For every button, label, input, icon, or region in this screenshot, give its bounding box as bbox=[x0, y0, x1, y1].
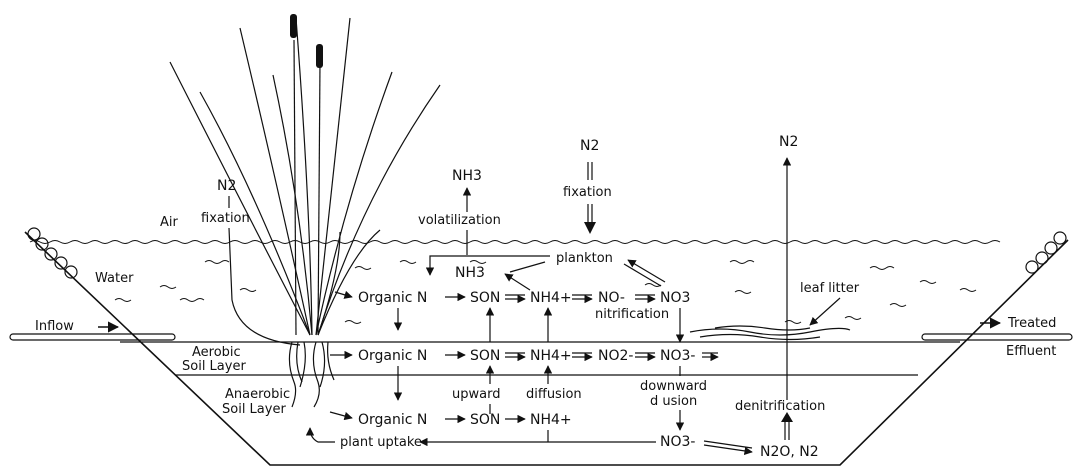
inflow-pipe bbox=[10, 334, 175, 340]
effluent-pipe bbox=[922, 334, 1072, 340]
no3-to-plankton-arrow bbox=[628, 260, 665, 282]
aerobic-label-line2: Soil Layer bbox=[182, 359, 246, 374]
n2-center-label: N2 bbox=[580, 138, 599, 154]
leaf-litter-scribble bbox=[690, 326, 850, 340]
nh3-top-label: NH3 bbox=[452, 168, 482, 184]
anaerobic-son: SON bbox=[470, 412, 500, 428]
no3-bottom: NO3- bbox=[660, 434, 695, 450]
fixation-left-label: fixation bbox=[201, 211, 250, 226]
plant-uptake-label: plant uptake bbox=[340, 435, 422, 450]
nh4-to-nh3-arrow bbox=[505, 274, 530, 290]
anaerobic-organic-n: Organic N bbox=[358, 412, 427, 428]
left-embankment-stones bbox=[28, 228, 77, 278]
nitrification-label: nitrification bbox=[595, 307, 669, 322]
leaf-litter-pointer bbox=[810, 298, 840, 325]
water-no: NO- bbox=[598, 290, 625, 306]
upward-label: upward bbox=[452, 387, 500, 402]
right-embankment-stones bbox=[1026, 232, 1066, 273]
anaerobic-nh4: NH4+ bbox=[530, 412, 572, 428]
treated-label: Treated bbox=[1007, 316, 1056, 331]
water-no3: NO3 bbox=[660, 290, 690, 306]
diffusion-down-label: d usion bbox=[650, 394, 697, 409]
n2-right-label: N2 bbox=[779, 134, 798, 150]
air-label: Air bbox=[160, 215, 179, 230]
cattail-head-right bbox=[316, 44, 323, 68]
cattail-head-left bbox=[290, 14, 297, 38]
leaf-litter-label: leaf litter bbox=[800, 281, 860, 296]
denitrification-label: denitrification bbox=[735, 399, 825, 414]
plant-uptake-arrow bbox=[310, 428, 335, 442]
water-surface bbox=[30, 241, 1000, 244]
aerobic-no2: NO2- bbox=[598, 348, 633, 364]
n2-left-label: N2 bbox=[217, 178, 236, 194]
aerobic-no3: NO3- bbox=[660, 348, 695, 364]
water-son: SON bbox=[470, 290, 500, 306]
n2o-n2-label: N2O, N2 bbox=[760, 444, 819, 460]
aerobic-organic-n: Organic N bbox=[358, 348, 427, 364]
nh3-plankton-link bbox=[510, 262, 545, 272]
fixation-center-label: fixation bbox=[563, 185, 612, 200]
water-label: Water bbox=[95, 271, 134, 286]
fixation-center-arrowhead bbox=[584, 222, 596, 234]
volatilization-label: volatilization bbox=[418, 213, 501, 228]
fixation-left-line bbox=[229, 228, 300, 345]
downward-label: downward bbox=[640, 379, 707, 394]
plankton-label: plankton bbox=[556, 251, 613, 266]
water-organic-n: Organic N bbox=[358, 290, 427, 306]
reeds-plant bbox=[170, 18, 440, 335]
inflow-label: Inflow bbox=[35, 319, 74, 334]
anaerobic-label-line1: Anaerobic bbox=[225, 387, 290, 402]
water-nh4: NH4+ bbox=[530, 290, 572, 306]
diffusion-label: diffusion bbox=[526, 387, 582, 402]
aerobic-nh4: NH4+ bbox=[530, 348, 572, 364]
anaerobic-label-line2: Soil Layer bbox=[222, 402, 286, 417]
aerobic-label-line1: Aerobic bbox=[192, 345, 241, 360]
aerobic-son: SON bbox=[470, 348, 500, 364]
effluent-label: Effluent bbox=[1006, 344, 1056, 359]
nh3-water-label: NH3 bbox=[455, 265, 485, 281]
